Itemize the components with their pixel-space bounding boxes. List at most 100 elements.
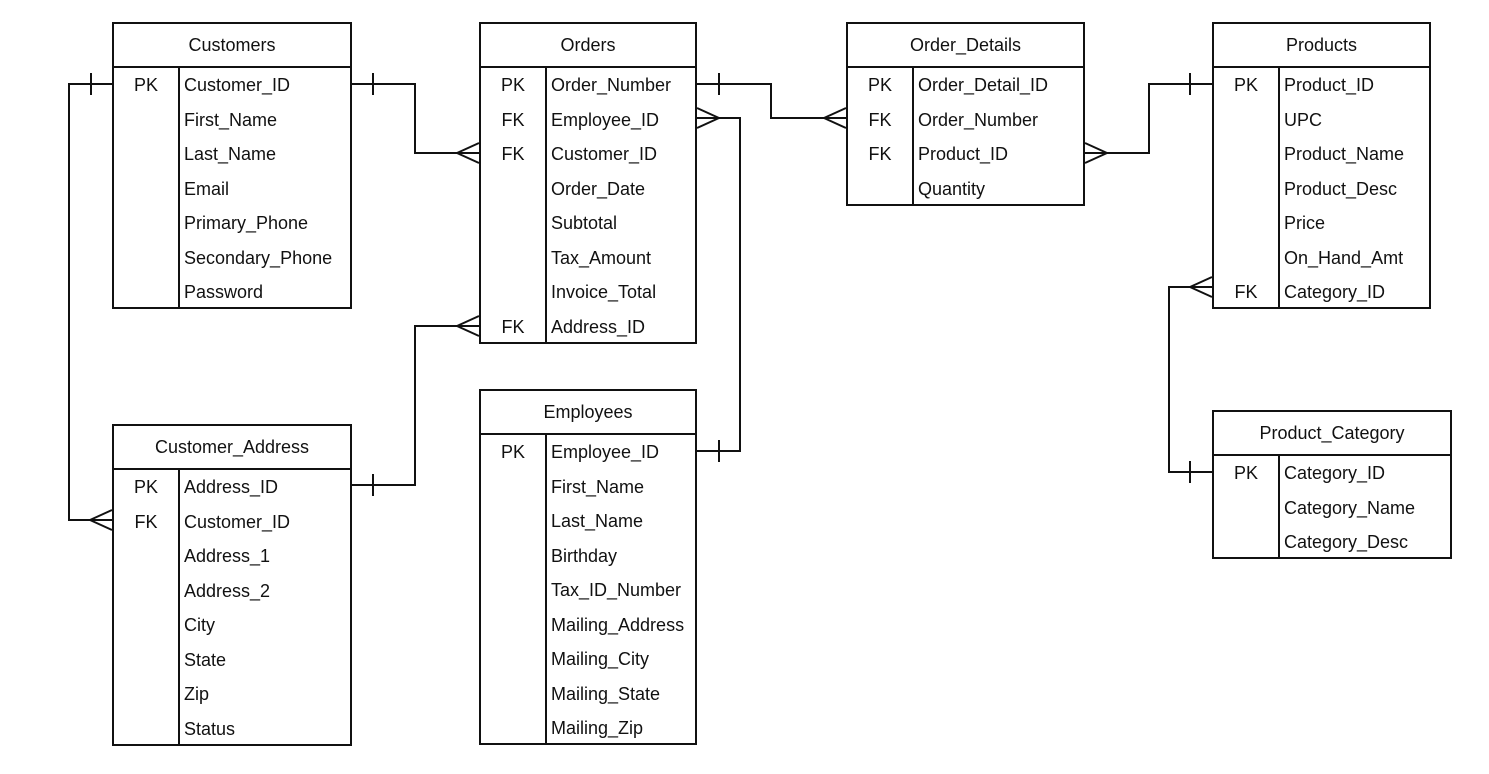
key-label: PK — [1233, 463, 1258, 483]
attribute-name: Employee_ID — [551, 442, 660, 462]
attribute-row: Tax_Amount — [481, 241, 695, 276]
attribute-row: Zip — [114, 677, 350, 712]
attribute-name: Status — [184, 718, 236, 739]
key-label: PK — [867, 75, 892, 95]
attribute-name: Secondary_Phone — [184, 247, 333, 268]
attribute-row: Quantity — [848, 172, 1083, 207]
attribute-row: PK Order_Detail_ID — [848, 68, 1083, 103]
attribute-name: Product_ID — [918, 144, 1009, 164]
attribute-name: Mailing_Zip — [551, 718, 644, 738]
entity-title: Employees — [481, 391, 695, 435]
key-label: FK — [134, 511, 158, 532]
attribute-row: Last_Name — [481, 504, 695, 539]
attribute-row: Tax_ID_Number — [481, 573, 695, 608]
attribute-name: Tax_Amount — [551, 247, 652, 268]
attribute-name: Last_Name — [551, 511, 644, 531]
attribute-name: First_Name — [551, 476, 645, 497]
attribute-row: Mailing_Zip — [481, 711, 695, 746]
attribute-name: Address_ID — [551, 316, 646, 337]
attribute-name: Category_Desc — [1284, 532, 1409, 552]
attribute-name: Order_Detail_ID — [918, 75, 1049, 95]
entity-title: Customer_Address — [114, 426, 350, 470]
key-label: PK — [133, 75, 158, 95]
key-label: FK — [1234, 282, 1258, 302]
attribute-name: Order_Date — [551, 178, 646, 199]
attribute-name: Subtotal — [551, 213, 618, 233]
relationship-products-order-details — [1084, 73, 1212, 164]
attribute-name: Category_ID — [1284, 463, 1386, 483]
key-label: FK — [868, 144, 892, 164]
attribute-row: Last_Name — [114, 137, 350, 172]
attribute-row: State — [114, 643, 350, 678]
attribute-row: Category_Desc — [1214, 525, 1450, 560]
attribute-row: Address_2 — [114, 574, 350, 609]
attribute-name: Customer_ID — [184, 511, 291, 532]
entity-title: Order_Details — [848, 24, 1083, 68]
attribute-row: Primary_Phone — [114, 206, 350, 241]
relationship-customer-address-orders — [351, 315, 480, 496]
entity-products: Products PK Product_ID UPC Product_Name P… — [1212, 22, 1431, 309]
relationship-orders-order-details — [697, 73, 847, 129]
key-label: FK — [501, 316, 525, 337]
attribute-row: UPC — [1214, 103, 1429, 138]
attribute-name: Zip — [184, 684, 210, 704]
attribute-name: Product_ID — [1284, 75, 1375, 95]
relationship-employees-orders — [696, 107, 741, 462]
attribute-name: Quantity — [918, 178, 986, 199]
attribute-row: Mailing_State — [481, 677, 695, 712]
key-label: PK — [1233, 75, 1258, 95]
attribute-name: Product_Name — [1284, 144, 1405, 164]
attribute-row: Category_Name — [1214, 491, 1450, 526]
attribute-name: UPC — [1284, 109, 1323, 130]
attribute-name: Email — [184, 178, 230, 199]
attribute-row: FK Customer_ID — [114, 505, 350, 540]
entity-title: Products — [1214, 24, 1429, 68]
attribute-row: FK Address_ID — [481, 310, 695, 345]
attribute-row: Birthday — [481, 539, 695, 574]
attribute-name: Category_Name — [1284, 497, 1416, 518]
attribute-row: Product_Desc — [1214, 172, 1429, 207]
entity-product-category: Product_Category PK Category_ID Category_… — [1212, 410, 1452, 559]
attribute-row: Order_Date — [481, 172, 695, 207]
entity-title: Orders — [481, 24, 695, 68]
attribute-row: City — [114, 608, 350, 643]
entity-body: PK Category_ID Category_Name Category_Des… — [1214, 456, 1450, 560]
attribute-row: First_Name — [481, 470, 695, 505]
attribute-name: Last_Name — [184, 144, 277, 164]
attribute-row: Invoice_Total — [481, 275, 695, 310]
attribute-name: On_Hand_Amt — [1284, 247, 1404, 268]
attribute-name: Birthday — [551, 545, 618, 566]
entity-order-details: Order_Details PK Order_Detail_ID FK Order_… — [846, 22, 1085, 206]
attribute-name: Tax_ID_Number — [551, 580, 682, 600]
entity-title: Customers — [114, 24, 350, 68]
key-label: FK — [868, 109, 892, 130]
attribute-row: PK Category_ID — [1214, 456, 1450, 491]
attribute-name: Employee_ID — [551, 109, 660, 130]
entity-title: Product_Category — [1214, 412, 1450, 456]
attribute-name: Invoice_Total — [551, 282, 657, 302]
relationship-product-category-products — [1168, 276, 1213, 483]
attribute-row: Address_1 — [114, 539, 350, 574]
attribute-name: Address_1 — [184, 546, 271, 566]
attribute-row: Secondary_Phone — [114, 241, 350, 276]
attribute-name: Product_Desc — [1284, 178, 1398, 199]
entity-body: PK Product_ID UPC Product_Name Product_De… — [1214, 68, 1429, 310]
key-label: PK — [133, 477, 158, 497]
attribute-name: Mailing_Address — [551, 614, 685, 635]
attribute-name: Customer_ID — [551, 144, 658, 164]
attribute-row: Status — [114, 712, 350, 747]
attribute-row: First_Name — [114, 103, 350, 138]
